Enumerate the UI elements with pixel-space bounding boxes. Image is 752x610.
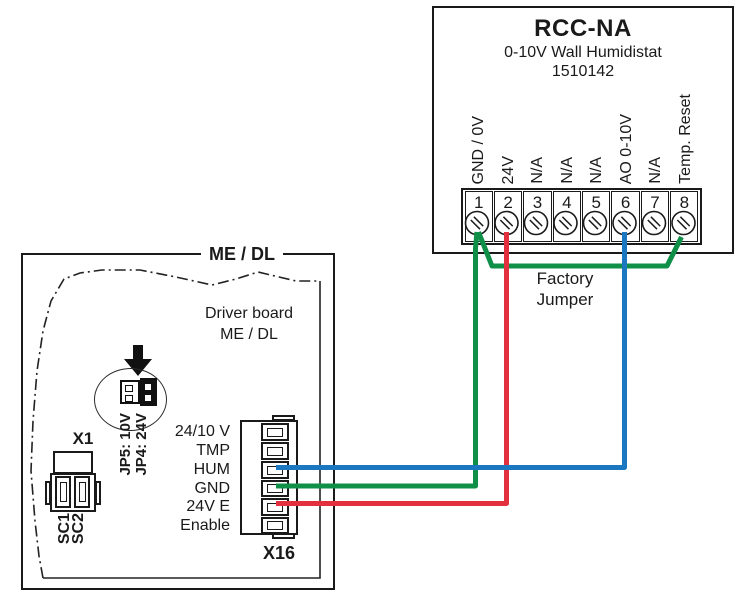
x16-pin-label-hum: HUM: [193, 461, 230, 478]
terminal-label-2: 24V: [499, 155, 517, 184]
x16-top-tab: [272, 415, 295, 421]
x16-pin-label-gnd: GND: [194, 479, 230, 497]
terminal-number-2: 2: [503, 193, 513, 212]
medl-device-box: ME / DL Driver board ME / DL JP5: 10V JP…: [21, 244, 335, 590]
x1-terminal-opening: [60, 482, 67, 502]
x16-connector-label: X16: [262, 543, 296, 563]
x16-terminal-2: [261, 442, 289, 460]
jumper-pin-icon: [145, 384, 151, 390]
x16-terminal-opening: [267, 484, 283, 493]
x16-terminal-1: [261, 423, 289, 441]
x16-pin-label-enable: Enable: [180, 516, 230, 534]
jumper-label-jp4: JP4: 24V: [133, 413, 150, 476]
jumper-pin-icon: [145, 395, 151, 401]
x16-terminal-6: [261, 516, 289, 534]
jumper-jp5-open-icon: [120, 380, 140, 404]
terminal-number-8: 8: [679, 193, 690, 212]
medl-box-label: ME / DL: [201, 244, 283, 264]
terminal-number-4: 4: [562, 193, 572, 212]
x16-terminal-4: [261, 479, 289, 497]
jumper-pin-icon: [124, 384, 133, 392]
driver-board-name: Driver board ME / DL: [163, 303, 335, 345]
terminal-label-7: N/A: [647, 157, 664, 184]
terminal-number-7: 7: [650, 193, 660, 212]
terminal-number-5: 5: [591, 193, 601, 212]
rcc-na-device-box: RCC-NA 0-10V Wall Humidistat 1510142 GND…: [432, 6, 734, 254]
terminal-cell-4: 4: [552, 191, 581, 242]
x16-terminal-opening: [267, 521, 283, 530]
x1-terminal-2: [74, 476, 90, 508]
x1-terminal-opening: [79, 482, 86, 502]
x16-terminal-3: [261, 461, 289, 479]
x16-terminal-opening: [267, 427, 283, 437]
terminal-cell-3: 3: [523, 191, 552, 242]
x16-terminal-opening: [267, 502, 283, 512]
terminal-number-1: 1: [473, 193, 484, 212]
driver-board-name-line2: ME / DL: [220, 326, 278, 343]
driver-board-name-line1: Driver board: [204, 305, 294, 322]
terminal-cell-8: 8: [670, 191, 699, 242]
terminal-label-4: N/A: [558, 157, 576, 184]
x1-connector-label: X1: [72, 429, 94, 448]
rcc-part-number: 1510142: [551, 63, 615, 80]
rcc-title: RCC-NA: [534, 15, 632, 42]
x1-connector-top: [53, 451, 93, 474]
factory-jumper-line2: Jumper: [536, 290, 594, 309]
terminal-label-6: AO 0-10V: [617, 113, 635, 184]
terminal-label-8: Temp. Reset: [676, 94, 694, 184]
terminal-cell-7: 7: [640, 191, 670, 242]
terminal-number-3: 3: [532, 193, 543, 212]
x16-pin-label-tmp: TMP: [196, 442, 230, 459]
jumper-arrow-icon: [133, 345, 143, 360]
x1-terminal-1: [55, 476, 71, 508]
factory-jumper-line1: Factory: [536, 269, 594, 288]
terminal-cell-5: 5: [582, 191, 611, 242]
rcc-header: RCC-NA 0-10V Wall Humidistat 1510142: [434, 15, 732, 81]
terminal-cell-2: 2: [493, 191, 523, 242]
jumper-pin-icon: [124, 394, 133, 402]
terminal-cell-6: 6: [611, 191, 640, 242]
terminal-cell-1: 1: [464, 191, 493, 242]
x16-terminal-opening: [267, 465, 283, 475]
factory-jumper-caption: Factory Jumper: [523, 268, 607, 310]
rcc-terminal-strip: 1 2 3 4 5 6 7 8: [461, 188, 702, 245]
x1-pin-label-sc2: SC2: [70, 512, 87, 544]
x16-terminal-opening: [267, 446, 283, 456]
rcc-subtitle: 0-10V Wall Humidistat: [504, 44, 662, 61]
terminal-label-3: N/A: [529, 157, 546, 184]
jumper-label-jp5: JP5: 10V: [117, 413, 134, 476]
terminal-label-1: GND / 0V: [470, 115, 487, 184]
terminal-label-5: N/A: [588, 157, 605, 184]
x16-pin-label-24ve: 24V E: [186, 498, 230, 515]
x16-terminal-5: [261, 498, 289, 516]
terminal-number-6: 6: [620, 193, 631, 212]
x16-pin-label-24-10v: 24/10 V: [174, 423, 230, 440]
jumper-jp4-installed-icon: [140, 378, 157, 406]
